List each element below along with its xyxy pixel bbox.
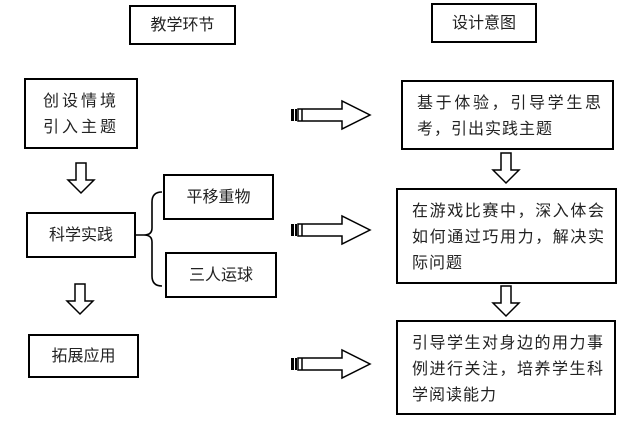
intent-box-2: 在游戏比赛中，深入体会如何通过巧用力，解决实际问题 — [396, 188, 617, 284]
intent-box-2-text: 在游戏比赛中，深入体会如何通过巧用力，解决实际问题 — [412, 201, 605, 272]
header-teaching-steps: 教学环节 — [129, 5, 236, 45]
step-extend-application: 拓展应用 — [28, 334, 139, 378]
intent-box-3-text: 引导学生对身边的用力事例进行关注，培养学生科学阅读能力 — [412, 333, 604, 404]
intent-box-3: 引导学生对身边的用力事例进行关注，培养学生科学阅读能力 — [396, 320, 616, 415]
down-arrow-icon — [491, 152, 521, 185]
activity-three-person-ball: 三人运球 — [165, 252, 277, 298]
down-arrow-icon — [491, 285, 521, 318]
step-create-situation-line1: 创设情境 — [42, 90, 119, 110]
activity-move-heavy-object: 平移重物 — [163, 174, 274, 220]
intent-box-1: 基于体验，引导学生思考，引出实践主题 — [401, 80, 614, 150]
activity-move-heavy-object-label: 平移重物 — [186, 187, 251, 206]
header-design-intent: 设计意图 — [431, 3, 537, 43]
step-science-practice-label: 科学实践 — [48, 225, 113, 244]
step-science-practice: 科学实践 — [26, 212, 136, 258]
header-design-intent-label: 设计意图 — [451, 13, 516, 32]
header-teaching-steps-label: 教学环节 — [150, 15, 215, 34]
down-arrow-icon — [65, 283, 95, 316]
right-arrow-icon — [291, 99, 372, 131]
curly-brace — [136, 191, 163, 287]
down-arrow-icon — [66, 162, 96, 195]
step-extend-application-label: 拓展应用 — [51, 346, 116, 365]
intent-box-1-text: 基于体验，引导学生思考，引出实践主题 — [417, 93, 602, 138]
activity-three-person-ball-label: 三人运球 — [188, 265, 253, 284]
step-create-situation-line2: 引入主题 — [42, 116, 119, 136]
right-arrow-icon — [291, 348, 372, 380]
step-create-situation: 创设情境 引入主题 — [24, 78, 138, 149]
right-arrow-icon — [291, 214, 372, 246]
